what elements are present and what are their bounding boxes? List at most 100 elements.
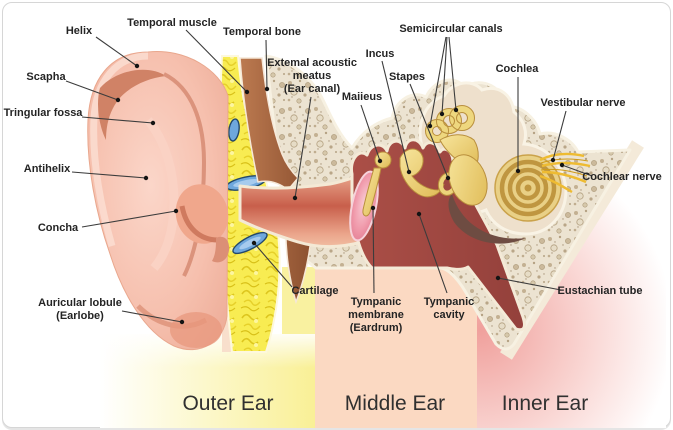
leader-dot-temporal-muscle xyxy=(244,89,250,95)
leader-line-concha xyxy=(81,210,177,228)
label-vestibular-nerve: Vestibular nerve xyxy=(541,97,626,110)
vestibule-body xyxy=(448,154,488,206)
leader-dot-vestibular-nerve xyxy=(550,157,556,163)
label-line: Cochlear nerve xyxy=(582,171,662,183)
label-line: Scapha xyxy=(26,71,66,83)
concha-shadow xyxy=(179,205,219,243)
leader-line-incus xyxy=(381,60,410,173)
scapha-shading xyxy=(98,69,166,140)
vessel-small xyxy=(228,118,240,142)
label-incus: Incus xyxy=(366,48,395,61)
label-cartilage: Cartilage xyxy=(291,285,338,298)
pinna-outline xyxy=(87,51,229,351)
leader-dot-cochlea xyxy=(515,168,521,174)
label-eustachian-tube: Eustachian tube xyxy=(558,285,643,298)
vessel-lower-highlight xyxy=(239,236,261,250)
label-line: Tringular fossa xyxy=(3,107,83,119)
label-line: Auricular lobule xyxy=(38,297,122,309)
label-temporal-muscle: Temporal muscle xyxy=(127,17,217,30)
label-line: Tympanic xyxy=(423,296,475,308)
label-line: Incus xyxy=(365,48,395,60)
label-auricular-lobule: Auricular lobule(Earlobe) xyxy=(38,297,122,323)
label-concha: Concha xyxy=(38,222,78,235)
label-line: cavity xyxy=(433,309,465,321)
leader-line-tringular-fossa xyxy=(81,116,154,124)
malleus-head xyxy=(374,151,392,169)
leader-line-vestibular-nerve xyxy=(552,110,567,161)
label-line: Temporal bone xyxy=(222,26,302,38)
inner-helix-fold xyxy=(163,72,207,277)
leader-dot-cochlear-nerve xyxy=(559,162,565,168)
leader-line-eustachian-tube xyxy=(497,277,562,291)
leader-dot-semicircular-canals xyxy=(439,111,445,117)
label-stapes: Stapes xyxy=(389,71,425,84)
leader-line-auricular-lobule xyxy=(121,310,183,323)
leader-line-tympanic-cavity xyxy=(418,213,448,294)
antihelix-ridge xyxy=(144,117,179,271)
label-line: (Earlobe) xyxy=(56,310,104,322)
leader-line-cartilage xyxy=(253,242,293,288)
label-line: Tympanic xyxy=(350,296,402,308)
label-line: Cochlea xyxy=(495,63,539,75)
label-line: Temporal muscle xyxy=(127,17,217,29)
leader-line-external-acoustic-meatus xyxy=(294,96,312,199)
leader-dot-tympanic-membrane xyxy=(370,205,376,211)
label-line: (Ear canal) xyxy=(283,83,341,95)
malleus-shape xyxy=(362,167,382,217)
incus-shape xyxy=(399,148,445,198)
leader-dot-helix xyxy=(134,63,140,69)
leader-line-scapha xyxy=(65,80,119,101)
lobe-tint xyxy=(170,312,222,348)
label-line: (Eardrum) xyxy=(349,322,403,334)
label-scapha: Scapha xyxy=(26,71,65,84)
label-line: Semicircular canals xyxy=(399,23,503,35)
leader-lines xyxy=(65,29,593,325)
leader-dot-concha xyxy=(173,208,179,214)
label-line: Extemal acoustic xyxy=(267,57,357,69)
section-label-middle-ear: Middle Ear xyxy=(344,392,446,415)
cochlea-shadow xyxy=(448,194,526,244)
tragus-shape xyxy=(212,236,230,263)
leader-line-cochlear-nerve xyxy=(561,164,593,177)
label-line: Stapes xyxy=(388,71,426,83)
label-line: Antihelix xyxy=(23,163,71,175)
blue-vessels xyxy=(225,118,268,255)
leader-line-temporal-bone xyxy=(265,39,268,90)
label-line: Helix xyxy=(65,25,93,37)
leader-line-semicircular-canals xyxy=(441,36,448,115)
leader-line-tympanic-membrane xyxy=(372,207,375,294)
leader-line-maiieus xyxy=(360,104,381,162)
leader-line-semicircular-canals xyxy=(429,36,447,127)
section-label-outer-ear: Outer Ear xyxy=(182,392,274,415)
label-antihelix: Antihelix xyxy=(24,163,70,176)
leader-dot-tringular-fossa xyxy=(150,120,156,126)
label-semicircular-canals: Semicircular canals xyxy=(399,23,502,36)
nerve-fibres xyxy=(539,152,591,194)
leader-line-helix xyxy=(95,36,138,67)
label-line: Concha xyxy=(37,222,79,234)
leader-dot-eustachian-tube xyxy=(495,275,501,281)
label-helix: Helix xyxy=(66,25,92,38)
label-maiieus: Maiieus xyxy=(342,91,382,104)
label-line: Maiieus xyxy=(341,91,383,103)
leader-dot-maiieus xyxy=(377,158,383,164)
leader-dot-incus xyxy=(406,169,412,175)
leader-dot-temporal-bone xyxy=(264,86,270,92)
leader-dot-semicircular-canals xyxy=(453,107,459,113)
label-line: Eustachian tube xyxy=(557,285,643,297)
leader-dot-auricular-lobule xyxy=(179,319,185,325)
label-tringular-fossa: Tringular fossa xyxy=(4,107,83,120)
leader-line-antihelix xyxy=(71,171,147,179)
leader-dot-cartilage xyxy=(251,240,257,246)
concha-bowl xyxy=(175,184,229,244)
label-line: Vestibular nerve xyxy=(540,97,626,109)
leader-line-stapes xyxy=(409,83,449,179)
section-label-inner-ear: Inner Ear xyxy=(501,392,589,415)
label-temporal-bone: Temporal bone xyxy=(223,26,301,39)
leader-dot-scapha xyxy=(115,97,121,103)
leader-dot-semicircular-canals xyxy=(427,123,433,129)
label-line: meatus xyxy=(292,70,332,82)
label-line: Cartilage xyxy=(291,285,339,297)
